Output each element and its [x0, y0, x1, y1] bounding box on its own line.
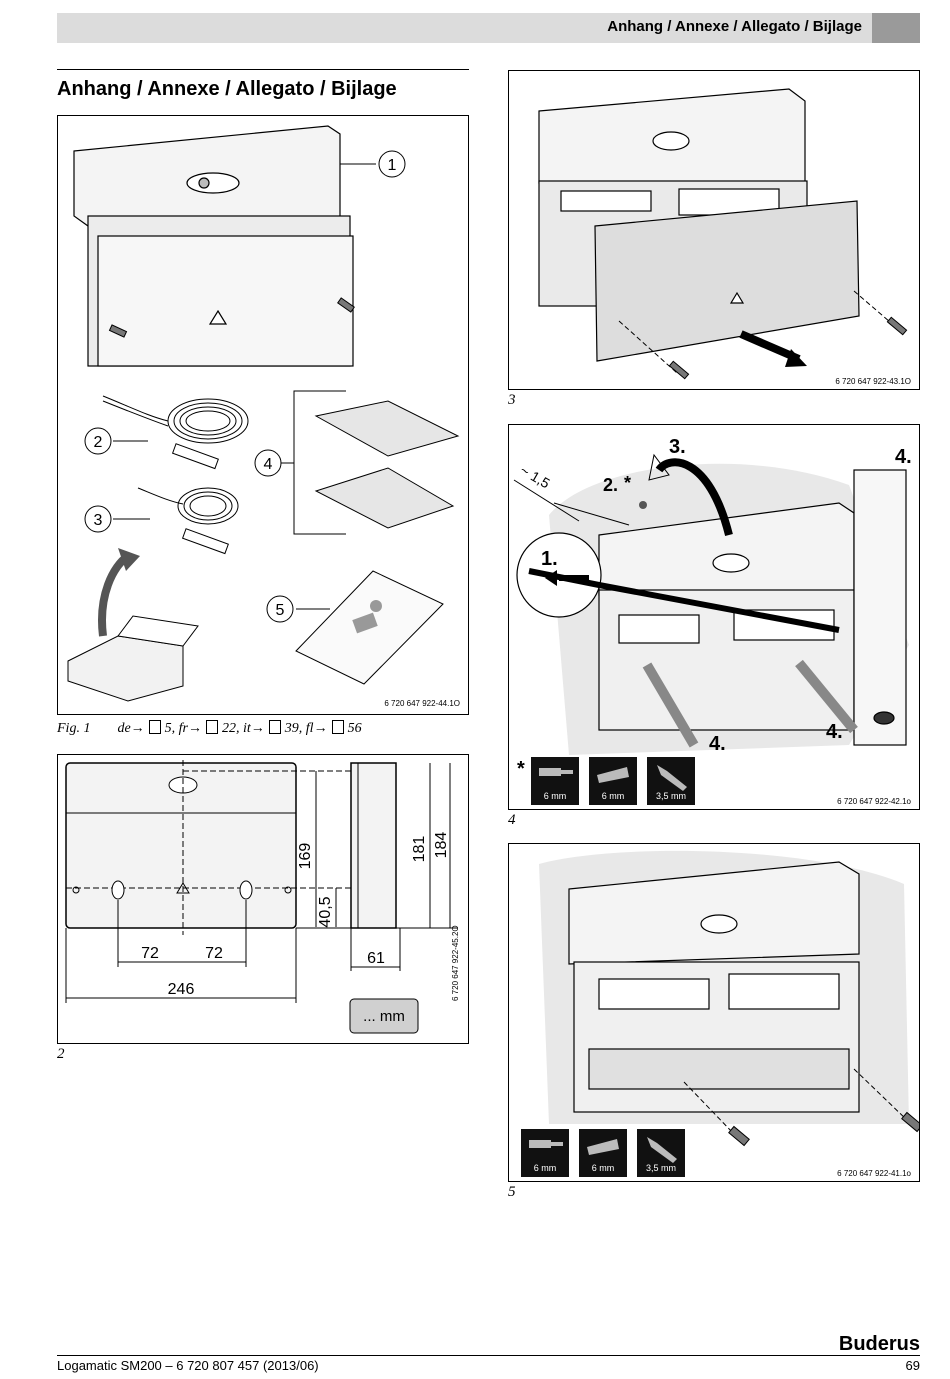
callout-1-circle	[378, 150, 406, 178]
page-number: 69	[905, 1358, 920, 1373]
tool-label-drill: 6 mm	[534, 1163, 557, 1173]
ref-lang-de: de	[117, 721, 131, 736]
ref-lang-fr: fr	[178, 721, 189, 736]
callout-2-label: 2	[94, 434, 103, 451]
step-4-left: 4.	[709, 733, 726, 755]
step-2: 2.	[603, 475, 618, 495]
callout-4-circle	[254, 449, 282, 477]
dim-61: 61	[367, 950, 385, 967]
callout-3-label: 3	[94, 512, 103, 529]
figure-5-illustration: 6 mm 6 mm 3,5 mm 6 720 647 922-41.1o	[521, 850, 923, 1178]
footer-rule	[57, 1355, 920, 1356]
page-icon	[206, 720, 219, 734]
figure-1-caption: Fig. 1 de →5, fr →22, it →39, fl →56	[57, 720, 362, 736]
figure-4-illustration: 3. 4. 2. * 1. ~ 1,5 4. 4. * 6 mm 6 mm 3,…	[513, 436, 912, 806]
figure-1-panel: 1 2 3 4	[57, 115, 469, 715]
callout-5-label: 5	[276, 602, 285, 619]
figure-1-code: 6 720 647 922-44.1O	[384, 699, 460, 708]
dim-169: 169	[297, 843, 314, 870]
note-star: *	[517, 758, 525, 780]
figure-3-illustration: 6 720 647 922-43.1O	[538, 88, 911, 386]
brand-logo: Buderus	[838, 1333, 920, 1355]
ref-page-it: 39	[284, 721, 299, 736]
step-4-right: 4.	[826, 721, 843, 743]
gap-label: ~ 1,5	[518, 462, 553, 492]
page-icon	[331, 720, 344, 734]
dim-72-left: 72	[141, 945, 159, 962]
drill-icon	[521, 1129, 569, 1177]
dim-72-right: 72	[205, 945, 223, 962]
dim-184: 184	[433, 832, 450, 859]
tool-label-plug: 6 mm	[592, 1163, 615, 1173]
tool-label-screw: 3,5 mm	[646, 1163, 676, 1173]
ref-page-de: 5	[164, 721, 172, 736]
dim-40-5: 40,5	[317, 896, 334, 927]
figure-1-label: Fig. 1	[57, 721, 91, 736]
callout-5-circle	[266, 595, 294, 623]
figure-5-code: 6 720 647 922-41.1o	[837, 1169, 911, 1178]
wall-plug-icon	[589, 757, 637, 805]
tool-label-screw: 3,5 mm	[656, 791, 686, 801]
callout-2-circle	[84, 427, 112, 455]
figure-5-number: 5	[508, 1184, 516, 1200]
page-title: Anhang / Annexe / Allegato / Bijlage	[57, 78, 397, 100]
step-1: 1.	[541, 548, 558, 570]
figure-3-number: 3	[508, 392, 516, 408]
page-icon	[268, 720, 281, 734]
footer-document-id: Logamatic SM200 – 6 720 807 457 (2013/06…	[57, 1358, 319, 1373]
ref-lang-it: it	[243, 721, 251, 736]
figure-4-code: 6 720 647 922-42.1o	[837, 797, 911, 806]
header-section-title: Anhang / Annexe / Allegato / Bijlage	[607, 18, 862, 35]
callout-4-label: 4	[264, 456, 273, 473]
figure-2-number: 2	[57, 1046, 65, 1062]
figure-4-panel: 3. 4. 2. * 1. ~ 1,5 4. 4. * 6 mm 6 mm 3,…	[508, 424, 920, 810]
ref-page-fr: 22	[222, 721, 237, 736]
figure-2-dimension-drawing: 169 40,5 181 184 72 72 61 246 ... mm 6 7…	[65, 760, 460, 1034]
header-bar	[57, 13, 872, 43]
dim-246: 246	[168, 981, 195, 998]
figure-3-panel: 6 720 647 922-43.1O	[508, 70, 920, 390]
step-4-top: 4.	[895, 446, 912, 468]
figure-2-code: 6 720 647 922-45.2O	[451, 925, 460, 1001]
ref-lang-fl: fl	[305, 721, 314, 736]
step-2-star: *	[624, 473, 631, 493]
ref-page-fl: 56	[347, 721, 362, 736]
figure-3-code: 6 720 647 922-43.1O	[835, 377, 911, 386]
figure-4-number: 4	[508, 812, 516, 828]
figure-2-panel: 169 40,5 181 184 72 72 61 246 ... mm 6 7…	[57, 754, 469, 1044]
figure-1-illustration: 1 2 3 4	[67, 125, 460, 708]
wall-plug-icon	[579, 1129, 627, 1177]
callout-3-circle	[84, 505, 112, 533]
callout-1-label: 1	[388, 157, 397, 174]
title-rule	[57, 69, 469, 70]
header-tab	[872, 13, 920, 43]
step-3: 3.	[669, 436, 686, 458]
page-icon	[148, 720, 161, 734]
unit-badge: ... mm	[363, 1008, 405, 1025]
figure-5-panel: 6 mm 6 mm 3,5 mm 6 720 647 922-41.1o	[508, 843, 923, 1182]
drill-icon	[531, 757, 579, 805]
tool-label-drill: 6 mm	[544, 791, 567, 801]
tool-label-plug: 6 mm	[602, 791, 625, 801]
dim-181: 181	[411, 836, 428, 863]
